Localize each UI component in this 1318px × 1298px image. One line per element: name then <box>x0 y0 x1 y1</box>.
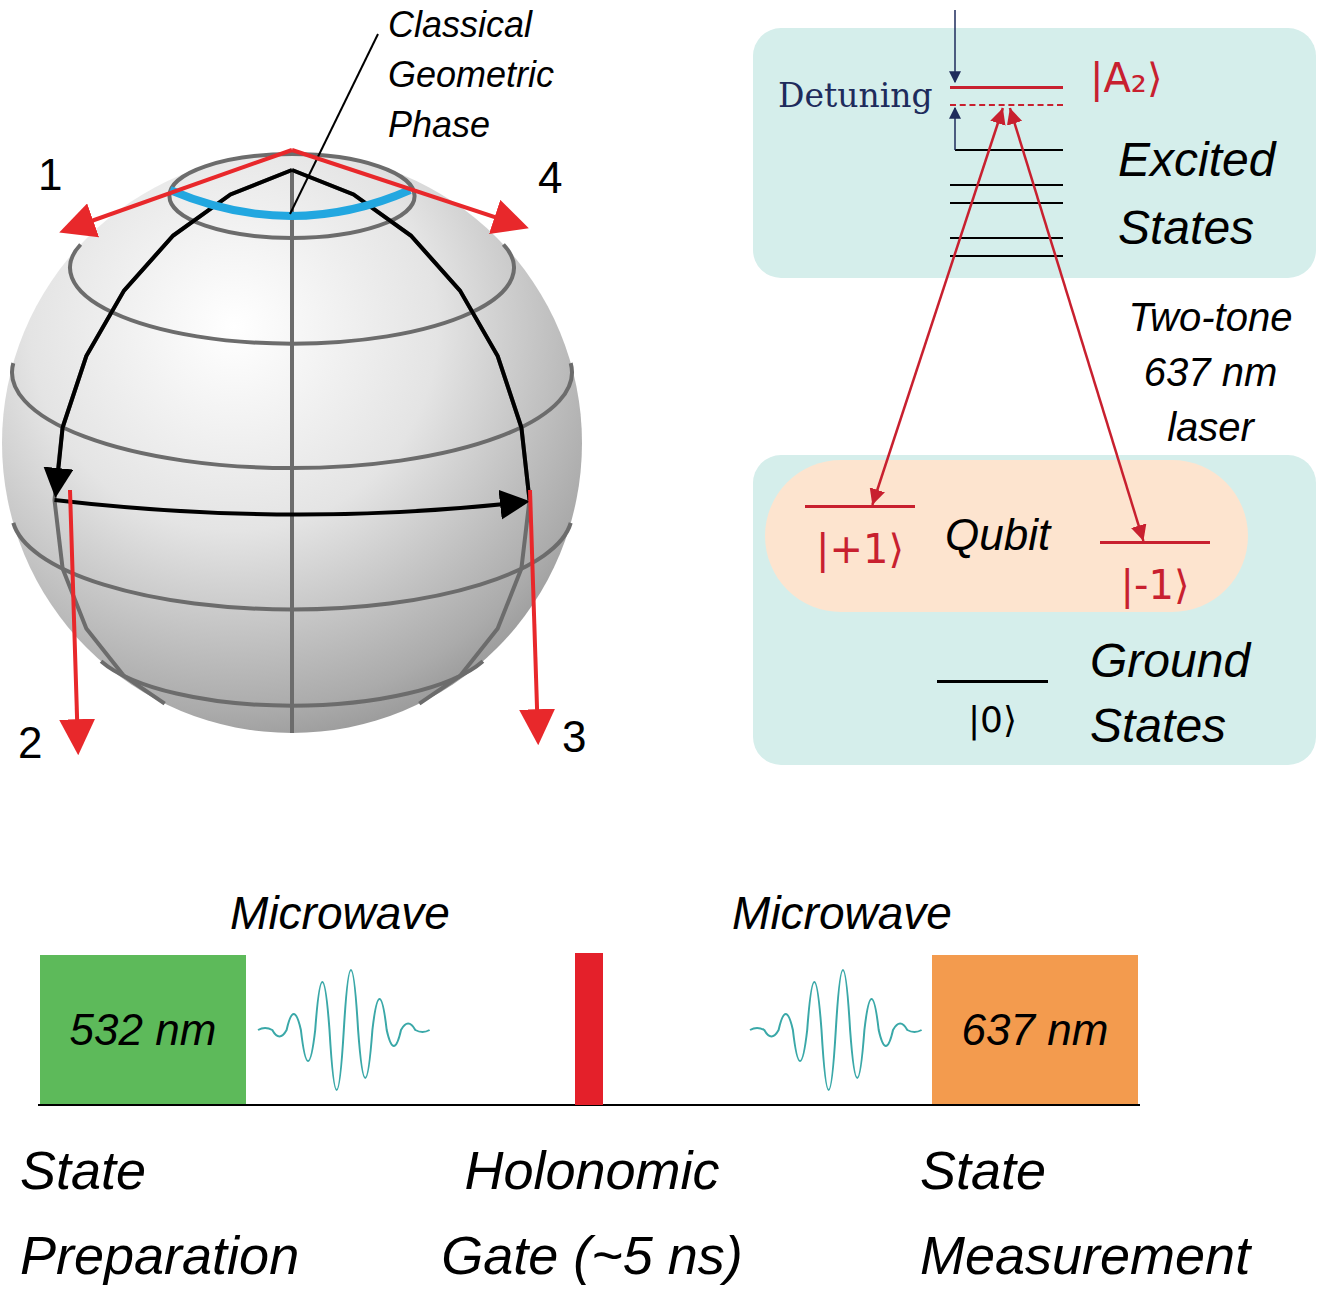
tangent-vectors <box>66 150 538 748</box>
microwave-pulse <box>750 970 922 1090</box>
pulse-label: Microwave <box>190 885 490 941</box>
annotation-text: Classical Geometric Phase <box>388 0 598 150</box>
meridian-line <box>290 170 294 733</box>
state-label: |0⟩ <box>937 697 1048 743</box>
microwave-pulse <box>258 970 430 1090</box>
bloch-sphere <box>2 153 582 733</box>
laser-label: Two-tone 637 nm laser <box>1108 290 1313 455</box>
phase-arc <box>170 190 410 216</box>
latitude-line <box>101 661 483 706</box>
vector-arrow <box>292 150 522 226</box>
ground-manifold-box: Ground States Qubit |+1⟩ |-1⟩ |0⟩ <box>753 455 1316 765</box>
manifold-label: Ground States <box>1090 628 1290 758</box>
loop-path <box>55 170 530 515</box>
energy-level: |+1⟩ <box>805 505 915 580</box>
latitude-line <box>13 523 570 610</box>
manifold-label: Excited States <box>1118 126 1308 262</box>
qubit-label: Qubit <box>945 510 1085 560</box>
state-label: |-1⟩ <box>1100 560 1210 610</box>
energy-level: |-1⟩ <box>1100 541 1210 616</box>
virtual-level <box>950 104 1063 106</box>
laser-pulse-box: 532 nm <box>40 955 246 1105</box>
energy-level: |0⟩ <box>937 680 1048 750</box>
callout-number: 3 <box>562 712 602 762</box>
path-arrow <box>56 170 292 492</box>
stage-label: State Preparation <box>20 1128 380 1298</box>
meridian-line <box>55 170 293 704</box>
qubit-box: Qubit |+1⟩ |-1⟩ <box>765 460 1248 612</box>
sphere-grid <box>12 154 572 733</box>
detuning-label: Detuning <box>778 76 948 116</box>
pulse-label: Microwave <box>692 885 992 941</box>
path-arrow <box>55 500 525 515</box>
wavelength-label: 532 nm <box>40 1005 246 1055</box>
gate-pulse <box>575 953 603 1105</box>
callout-number: 1 <box>38 150 78 200</box>
energy-level: |A₂⟩ <box>950 86 1063 108</box>
latitude-line <box>70 245 514 344</box>
latitude-line <box>169 154 414 238</box>
callout-number: 2 <box>18 718 58 768</box>
excited-manifold-box: Excited States |A₂⟩ <box>753 28 1316 278</box>
wavelength-label: 637 nm <box>932 1005 1138 1055</box>
state-label: |A₂⟩ <box>1090 53 1220 103</box>
vector-arrow <box>70 490 78 748</box>
leader-line <box>290 34 378 214</box>
latitude-line <box>12 363 572 468</box>
vector-arrow <box>66 150 292 230</box>
meridian-line <box>292 170 530 704</box>
path-line <box>292 170 530 500</box>
stage-label: Holonomic Gate (~5 ns) <box>412 1128 772 1298</box>
stage-label: State Measurement <box>920 1128 1318 1298</box>
state-label: |+1⟩ <box>805 524 915 574</box>
vector-arrow <box>530 490 538 738</box>
laser-pulse-box: 637 nm <box>932 955 1138 1105</box>
callout-number: 4 <box>538 153 578 203</box>
